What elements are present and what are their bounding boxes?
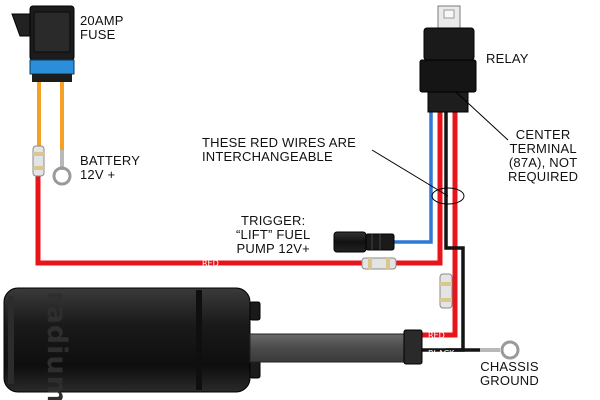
ground-butt-splice bbox=[439, 273, 453, 309]
trigger-connector bbox=[333, 231, 395, 253]
red-wires-note-line-1: THESE RED WIRES ARE bbox=[202, 135, 357, 150]
chassis-ground-label: CHASSIS GROUND bbox=[480, 360, 539, 388]
relay bbox=[419, 5, 477, 113]
pump-red-wire bbox=[420, 112, 458, 338]
center-terminal-line-2: TERMINAL bbox=[509, 141, 577, 156]
pump-red-wire-label: RED bbox=[428, 331, 445, 340]
battery-ring-terminal bbox=[52, 150, 72, 186]
trigger-blue-wire bbox=[392, 112, 433, 244]
trigger-label-line-1: TRIGGER: bbox=[241, 213, 306, 228]
center-terminal-note: CENTER TERMINAL (87A), NOT REQUIRED bbox=[508, 128, 578, 184]
fuse-label-line-2: FUSE bbox=[80, 27, 116, 42]
relay-label: RELAY bbox=[486, 52, 529, 66]
relay-label-line: RELAY bbox=[486, 51, 529, 66]
pump-cable bbox=[249, 329, 423, 365]
chassis-ground-ring bbox=[480, 340, 520, 360]
pump-brand-text: radium bbox=[41, 291, 72, 400]
main-red-wire-label: RED bbox=[202, 259, 219, 268]
center-terminal-callout-line bbox=[455, 91, 509, 141]
battery-label-line-2: 12V + bbox=[80, 167, 116, 182]
red-wires-callout-ellipse bbox=[431, 187, 465, 205]
chassis-ground-line-1: CHASSIS bbox=[480, 359, 539, 374]
center-terminal-line-4: REQUIRED bbox=[508, 169, 579, 184]
main-red-wire bbox=[35, 112, 443, 266]
fuse-label: 20AMP FUSE bbox=[80, 14, 124, 42]
fuel-pump: radium bbox=[3, 287, 261, 400]
battery-butt-splice bbox=[32, 145, 45, 177]
battery-label: BATTERY 12V + bbox=[80, 154, 140, 182]
wires bbox=[35, 80, 494, 352]
center-terminal-line-3: (87A), NOT bbox=[508, 155, 578, 170]
chassis-ground-line-2: GROUND bbox=[480, 373, 539, 388]
trigger-label: TRIGGER: “LIFT” FUEL PUMP 12V+ bbox=[236, 214, 310, 256]
trigger-label-line-2: “LIFT” FUEL bbox=[236, 227, 311, 242]
callout-lines bbox=[371, 91, 509, 205]
trigger-label-line-3: PUMP 12V+ bbox=[236, 241, 310, 256]
red-wires-note-line-2: INTERCHANGEABLE bbox=[202, 149, 333, 164]
red-wires-callout-line bbox=[371, 149, 449, 197]
fuse-label-line-1: 20AMP bbox=[80, 13, 124, 28]
red-wires-note: THESE RED WIRES ARE INTERCHANGEABLE bbox=[202, 136, 356, 164]
pump-black-wire-label: BLACK bbox=[428, 349, 455, 358]
main-red-butt-splice bbox=[361, 257, 397, 270]
fuse-holder bbox=[11, 5, 75, 82]
battery-label-line-1: BATTERY bbox=[80, 153, 141, 168]
center-terminal-line-1: CENTER bbox=[515, 127, 571, 142]
